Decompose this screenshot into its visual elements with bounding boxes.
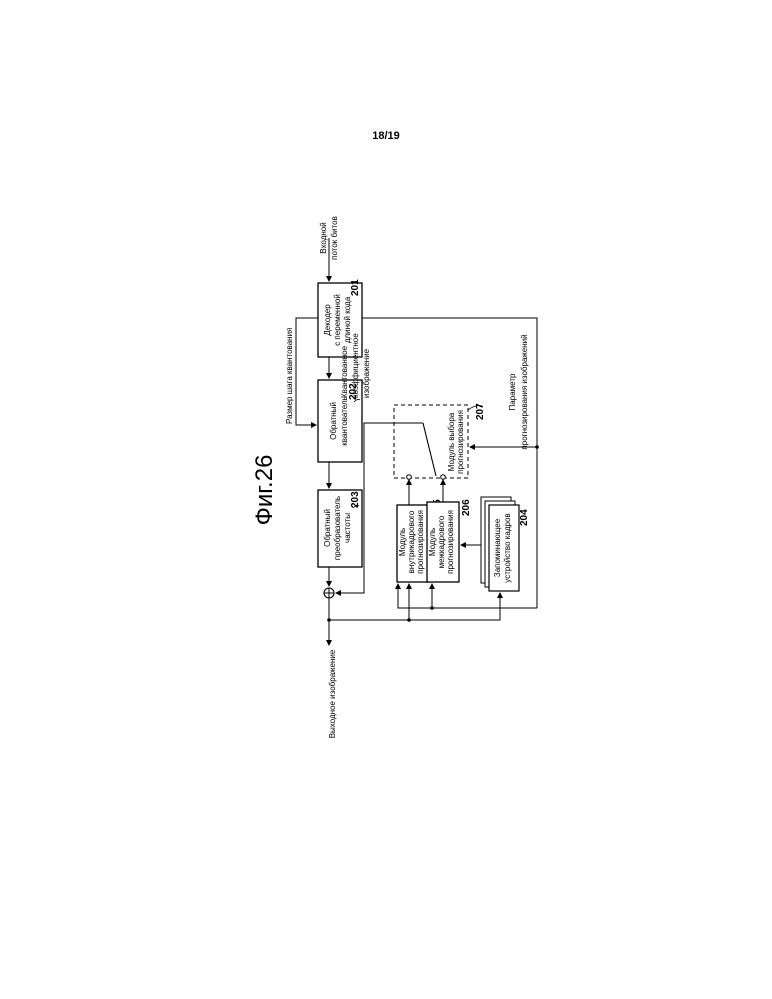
param-label-1: Параметр bbox=[508, 373, 517, 410]
intra-block: Модуль внутрикадрового прогнозирования bbox=[397, 505, 429, 582]
param-label-2: прогнозирования изображений bbox=[520, 334, 529, 449]
input-label-1: Входной bbox=[319, 222, 328, 253]
adder bbox=[324, 588, 334, 598]
qstep-label: Размер шага квантования bbox=[285, 328, 294, 424]
intra-label-2: внутрикадрового bbox=[407, 510, 416, 573]
inter-label-3: прогнозирования bbox=[446, 510, 455, 574]
qcoef-label-1: Квантованное bbox=[340, 345, 349, 398]
vld-label-2: с переменной bbox=[333, 294, 342, 346]
iq-label-1: Обратный bbox=[329, 402, 338, 440]
frame-memory-label-1: Запоминающее bbox=[493, 518, 502, 577]
ref-206: 206 bbox=[461, 499, 472, 516]
it-label-1: Обратный bbox=[323, 509, 332, 547]
input-label-2: поток битов bbox=[330, 216, 339, 260]
qcoef-label-2: коэффициентное bbox=[351, 333, 360, 398]
ref-201: 201 bbox=[350, 279, 361, 296]
inter-label-1: Модуль bbox=[428, 528, 437, 556]
ref-203: 203 bbox=[350, 491, 361, 508]
inter-block: Модуль межкадрового прогнозирования bbox=[427, 502, 459, 582]
frame-memory-label-2: устройство кадров bbox=[503, 513, 512, 582]
it-label-2: преобразователь bbox=[333, 496, 342, 560]
qstep-connection bbox=[296, 318, 318, 425]
vld-label-1: Декодер bbox=[323, 304, 332, 336]
selector-block: Модуль выбора прогнозирования bbox=[394, 405, 468, 479]
intra-label-1: Модуль bbox=[398, 528, 407, 556]
qcoef-label-3: изображение bbox=[362, 348, 371, 398]
selector-label-1: Модуль выбора bbox=[447, 412, 456, 471]
ref-204: 204 bbox=[519, 509, 530, 526]
iq-label-2: квантователь bbox=[340, 396, 349, 446]
inter-label-2: межкадрового bbox=[437, 515, 446, 568]
intra-label-3: прогнозирования bbox=[416, 510, 425, 574]
selector-label-2: прогнозирования bbox=[456, 410, 465, 474]
it-label-3: частоты bbox=[343, 513, 352, 543]
output-label: Выходное изображение bbox=[328, 649, 337, 738]
frame-memory-block: Запоминающее устройство кадров bbox=[481, 497, 519, 591]
figure-title: Фиг.26 bbox=[251, 455, 278, 526]
